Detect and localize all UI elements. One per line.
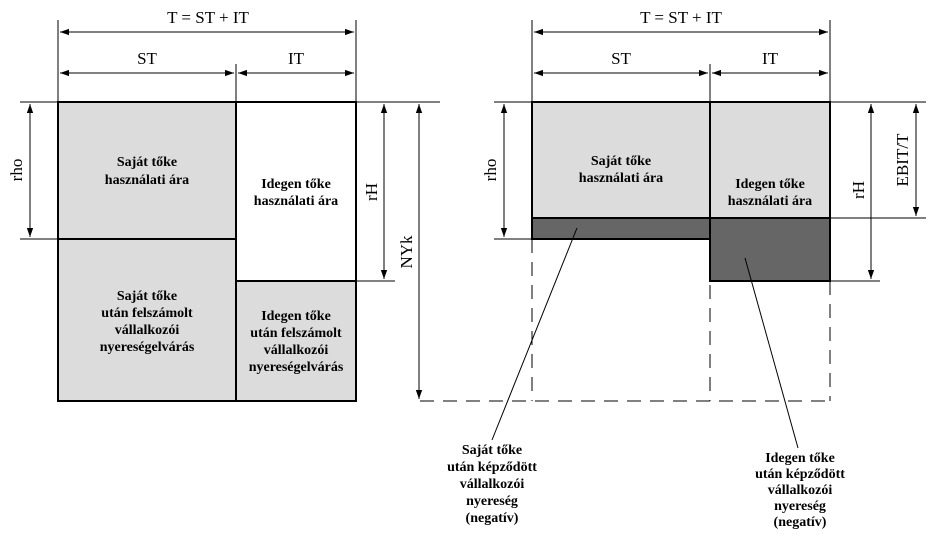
left-own-capital-profit-line-2: után felszámolt	[101, 306, 193, 321]
right-st-label: ST	[611, 49, 631, 68]
left-nyk-label: NYk	[397, 235, 416, 269]
left-own-capital-profit-line-1: Saját tőke	[117, 289, 177, 304]
foreign-capital-negative-line-3: vállalkozói	[768, 483, 833, 498]
foreign-capital-negative-line-1: Idegen tőke	[765, 451, 835, 466]
callouts: Saját tőke után képződött vállalkozói ny…	[447, 227, 845, 530]
foreign-capital-negative-pointer	[744, 257, 799, 449]
left-own-capital-price-line-2: használati ára	[105, 173, 189, 188]
right-it-label: IT	[762, 49, 779, 68]
right-own-capital-negative-box	[531, 217, 711, 240]
right-own-capital-price-box	[531, 101, 711, 219]
left-own-capital-profit-line-3: vállalkozói	[115, 323, 180, 338]
foreign-capital-negative-line-5: (negatív)	[774, 515, 827, 530]
left-foreign-capital-profit-line-1: Idegen tőke	[261, 309, 331, 324]
left-own-capital-price-box	[57, 101, 237, 240]
own-capital-negative-line-4: nyereség	[466, 494, 518, 509]
right-own-capital-price-line-2: használati ára	[579, 171, 663, 186]
left-foreign-capital-price-line-1: Idegen tőke	[261, 177, 331, 192]
left-own-capital-price-line-1: Saját tőke	[117, 155, 177, 170]
left-foreign-capital-profit-line-4: nyereségelvárás	[249, 360, 344, 375]
left-rho-label: rho	[7, 159, 26, 182]
right-own-capital-price-line-1: Saját tőke	[591, 154, 651, 169]
right-rh-label: rH	[849, 181, 868, 199]
right-ebit-label: EBIT/T	[893, 133, 912, 186]
left-diagram: T = ST + IT ST IT rho rH NYk Saját tőke …	[7, 8, 440, 402]
own-capital-negative-pointer	[491, 227, 578, 441]
left-foreign-capital-profit-box	[235, 280, 357, 402]
left-rh-label: rH	[362, 183, 381, 201]
left-own-capital-profit-box	[57, 238, 237, 402]
right-foreign-capital-price-box	[709, 101, 831, 219]
right-diagram: T = ST + IT ST IT rho EBIT/T rH Saját tő…	[481, 8, 926, 401]
own-capital-negative-line-2: után képződött	[447, 460, 537, 475]
left-foreign-capital-profit-line-3: vállalkozói	[264, 343, 329, 358]
own-capital-negative-line-3: vállalkozói	[460, 477, 525, 492]
right-foreign-capital-price-line-2: használati ára	[728, 194, 812, 209]
right-total-label: T = ST + IT	[640, 8, 722, 27]
right-rho-label: rho	[481, 159, 500, 182]
foreign-capital-negative-line-4: nyereség	[774, 499, 826, 514]
left-st-label: ST	[137, 49, 157, 68]
own-capital-negative-line-1: Saját tőke	[462, 443, 522, 458]
left-foreign-capital-price-box	[235, 101, 357, 282]
left-it-label: IT	[288, 49, 305, 68]
right-foreign-capital-price-line-1: Idegen tőke	[735, 177, 805, 192]
right-foreign-capital-negative-box	[709, 217, 831, 282]
left-total-label: T = ST + IT	[167, 8, 249, 27]
left-foreign-capital-price-line-2: használati ára	[254, 194, 338, 209]
left-own-capital-profit-line-4: nyereségelvárás	[100, 340, 195, 355]
own-capital-negative-line-5: (negatív)	[466, 511, 519, 526]
left-foreign-capital-profit-line-2: után felszámolt	[250, 326, 342, 341]
foreign-capital-negative-line-2: után képződött	[755, 467, 845, 482]
